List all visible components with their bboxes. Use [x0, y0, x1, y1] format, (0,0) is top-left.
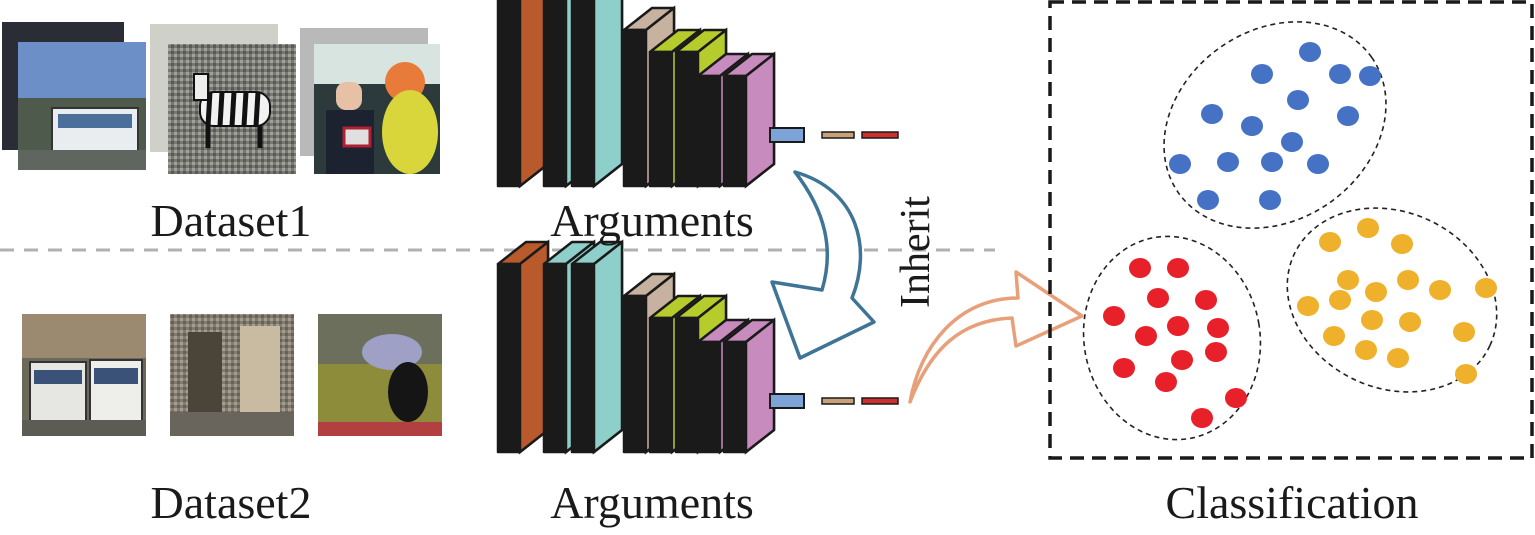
red-point-6	[1167, 316, 1189, 336]
gold-point-3	[1391, 234, 1413, 254]
arguments-bottom-label: Arguments	[550, 477, 754, 528]
conv-layer-1-front	[496, 262, 522, 454]
conv-layer-5-front	[648, 316, 674, 454]
red-point-7	[1135, 326, 1157, 346]
conv-layer-3-front	[570, 262, 596, 454]
dataset2-label: Dataset2	[150, 477, 312, 528]
blue-point-1	[1299, 42, 1321, 62]
gold-point-14	[1453, 322, 1475, 342]
conv-layer-8-face	[744, 51, 776, 189]
fc-dash-1	[821, 131, 855, 139]
dataset1-zebra-image	[150, 24, 296, 174]
red-point-10	[1205, 342, 1227, 362]
cluster-gold-points	[1297, 218, 1497, 384]
gold-point-15	[1355, 340, 1377, 360]
fc-block	[769, 393, 805, 409]
gold-point-4	[1337, 270, 1359, 290]
dataset2-street-image	[170, 314, 294, 436]
red-point-4	[1195, 290, 1217, 310]
fc-dash-2	[861, 397, 899, 405]
fc-dash-2	[861, 131, 899, 139]
blue-point-5	[1287, 90, 1309, 110]
red-point-14	[1191, 408, 1213, 428]
conv-layer-8-face	[744, 317, 776, 455]
blue-point-15	[1259, 190, 1281, 210]
red-point-13	[1225, 388, 1247, 408]
gold-point-9	[1297, 296, 1319, 316]
blue-point-10	[1169, 154, 1191, 174]
conv-layer-6-front	[674, 316, 700, 454]
conv-layer-4-front	[622, 28, 648, 188]
gold-point-16	[1387, 348, 1409, 368]
red-point-3	[1147, 288, 1169, 308]
inherit-arrow	[770, 170, 876, 360]
gold-point-10	[1329, 290, 1351, 310]
conv-layer-4-front	[622, 294, 648, 454]
blue-point-14	[1197, 190, 1219, 210]
dataset1-images	[2, 22, 440, 174]
conv-layer-3-front	[570, 0, 596, 188]
gold-point-8	[1475, 278, 1497, 298]
conv-layer-5-front	[648, 50, 674, 188]
conv-layer-1-front	[496, 0, 522, 188]
blue-point-3	[1329, 64, 1351, 84]
gold-point-5	[1397, 270, 1419, 290]
blue-point-6	[1201, 104, 1223, 124]
red-point-5	[1103, 306, 1125, 326]
red-point-2	[1167, 258, 1189, 278]
conv-layer-8-front	[722, 74, 748, 188]
gold-point-13	[1323, 326, 1345, 346]
conv-layer-7-front	[696, 74, 722, 188]
gold-point-1	[1357, 218, 1379, 238]
blue-point-9	[1281, 132, 1303, 152]
conv-layer-2-front	[542, 0, 568, 188]
conv-layer-6-front	[674, 50, 700, 188]
classification-box	[1048, 0, 1534, 460]
network-top	[496, 0, 899, 189]
inherit-label: Inherit	[893, 196, 939, 308]
conv-layer-7-front	[696, 340, 722, 454]
cluster-blue-points	[1169, 42, 1381, 210]
red-point-11	[1113, 358, 1135, 378]
dataset2-mascot-image	[318, 314, 442, 436]
blue-point-7	[1337, 106, 1359, 126]
red-point-9	[1171, 350, 1193, 370]
fc-block	[769, 127, 805, 143]
gold-point-7	[1429, 280, 1451, 300]
network-bottom	[496, 239, 899, 455]
dataset1-bus-image	[2, 22, 146, 170]
cluster-gold-boundary	[1286, 207, 1498, 393]
gold-point-17	[1455, 364, 1477, 384]
gold-point-11	[1361, 310, 1383, 330]
classification-label: Classification	[1165, 477, 1419, 528]
blue-point-11	[1217, 152, 1239, 172]
red-point-8	[1207, 318, 1229, 338]
cluster-blue-boundary	[1163, 21, 1387, 229]
cluster-red-boundary	[1082, 235, 1262, 441]
dataset2-images	[22, 314, 442, 436]
blue-point-13	[1307, 154, 1329, 174]
dataset2-bus-image	[22, 314, 146, 436]
red-point-1	[1129, 258, 1151, 278]
conv-layer-8-front	[722, 340, 748, 454]
gold-point-6	[1365, 282, 1387, 302]
dataset1-label: Dataset1	[150, 195, 312, 246]
blue-point-8	[1241, 116, 1263, 136]
blue-point-12	[1261, 152, 1283, 172]
gold-point-12	[1399, 312, 1421, 332]
conv-layer-2-front	[542, 262, 568, 454]
conv-layer-3-face	[592, 239, 624, 455]
fc-dash-1	[821, 397, 855, 405]
gold-point-2	[1319, 232, 1341, 252]
red-point-12	[1155, 372, 1177, 392]
arguments-top-label: Arguments	[550, 195, 754, 246]
blue-point-4	[1359, 66, 1381, 86]
blue-point-2	[1251, 64, 1273, 84]
conv-layer-3-face	[592, 0, 624, 189]
cluster-red-points	[1103, 258, 1247, 428]
dataset1-mascot-image	[300, 28, 440, 174]
